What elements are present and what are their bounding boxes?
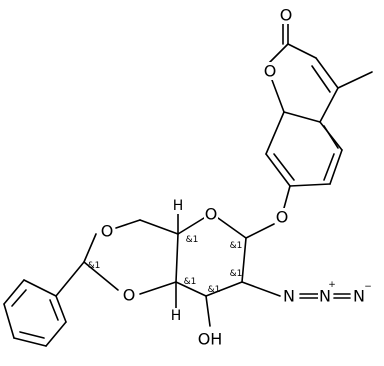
acetal-oxygen-top-label: O	[101, 222, 114, 241]
pyranose-bonds	[55, 213, 351, 327]
stereo-label-c5: &1	[186, 235, 199, 245]
stereo-label-c4: &1	[184, 277, 197, 287]
acetal-oxygen-bottom-label: O	[123, 286, 136, 305]
stereo-label-c2: &1	[230, 269, 243, 279]
stereo-label-c3: &1	[208, 285, 221, 295]
hydroxyl-label: OH	[198, 330, 223, 349]
azide-n3-label: N	[353, 287, 365, 306]
azide-n2-label: N	[319, 287, 331, 306]
stereo-label-c1: &1	[230, 241, 243, 251]
hydrogen-top-label: H	[173, 198, 184, 214]
atom-labels: O O O O O O OH N N + N − H H	[100, 6, 372, 349]
coumarin-bonds	[265, 23, 373, 209]
phenoxy-oxygen-label: O	[276, 208, 289, 227]
lactone-oxygen-label: O	[264, 62, 277, 81]
azide-n1-label: N	[283, 287, 295, 306]
stereo-labels: &1 &1 &1 &1 &1 &1	[88, 235, 243, 295]
azide-n3-charge: −	[364, 282, 372, 292]
carbonyl-oxygen-label: O	[280, 6, 293, 25]
azide-n2-charge: +	[328, 280, 336, 290]
ring-oxygen-label: O	[205, 205, 218, 224]
phenyl-bonds	[3, 279, 67, 347]
stereo-label-acetal: &1	[88, 261, 101, 271]
hydrogen-bottom-label: H	[171, 308, 182, 324]
